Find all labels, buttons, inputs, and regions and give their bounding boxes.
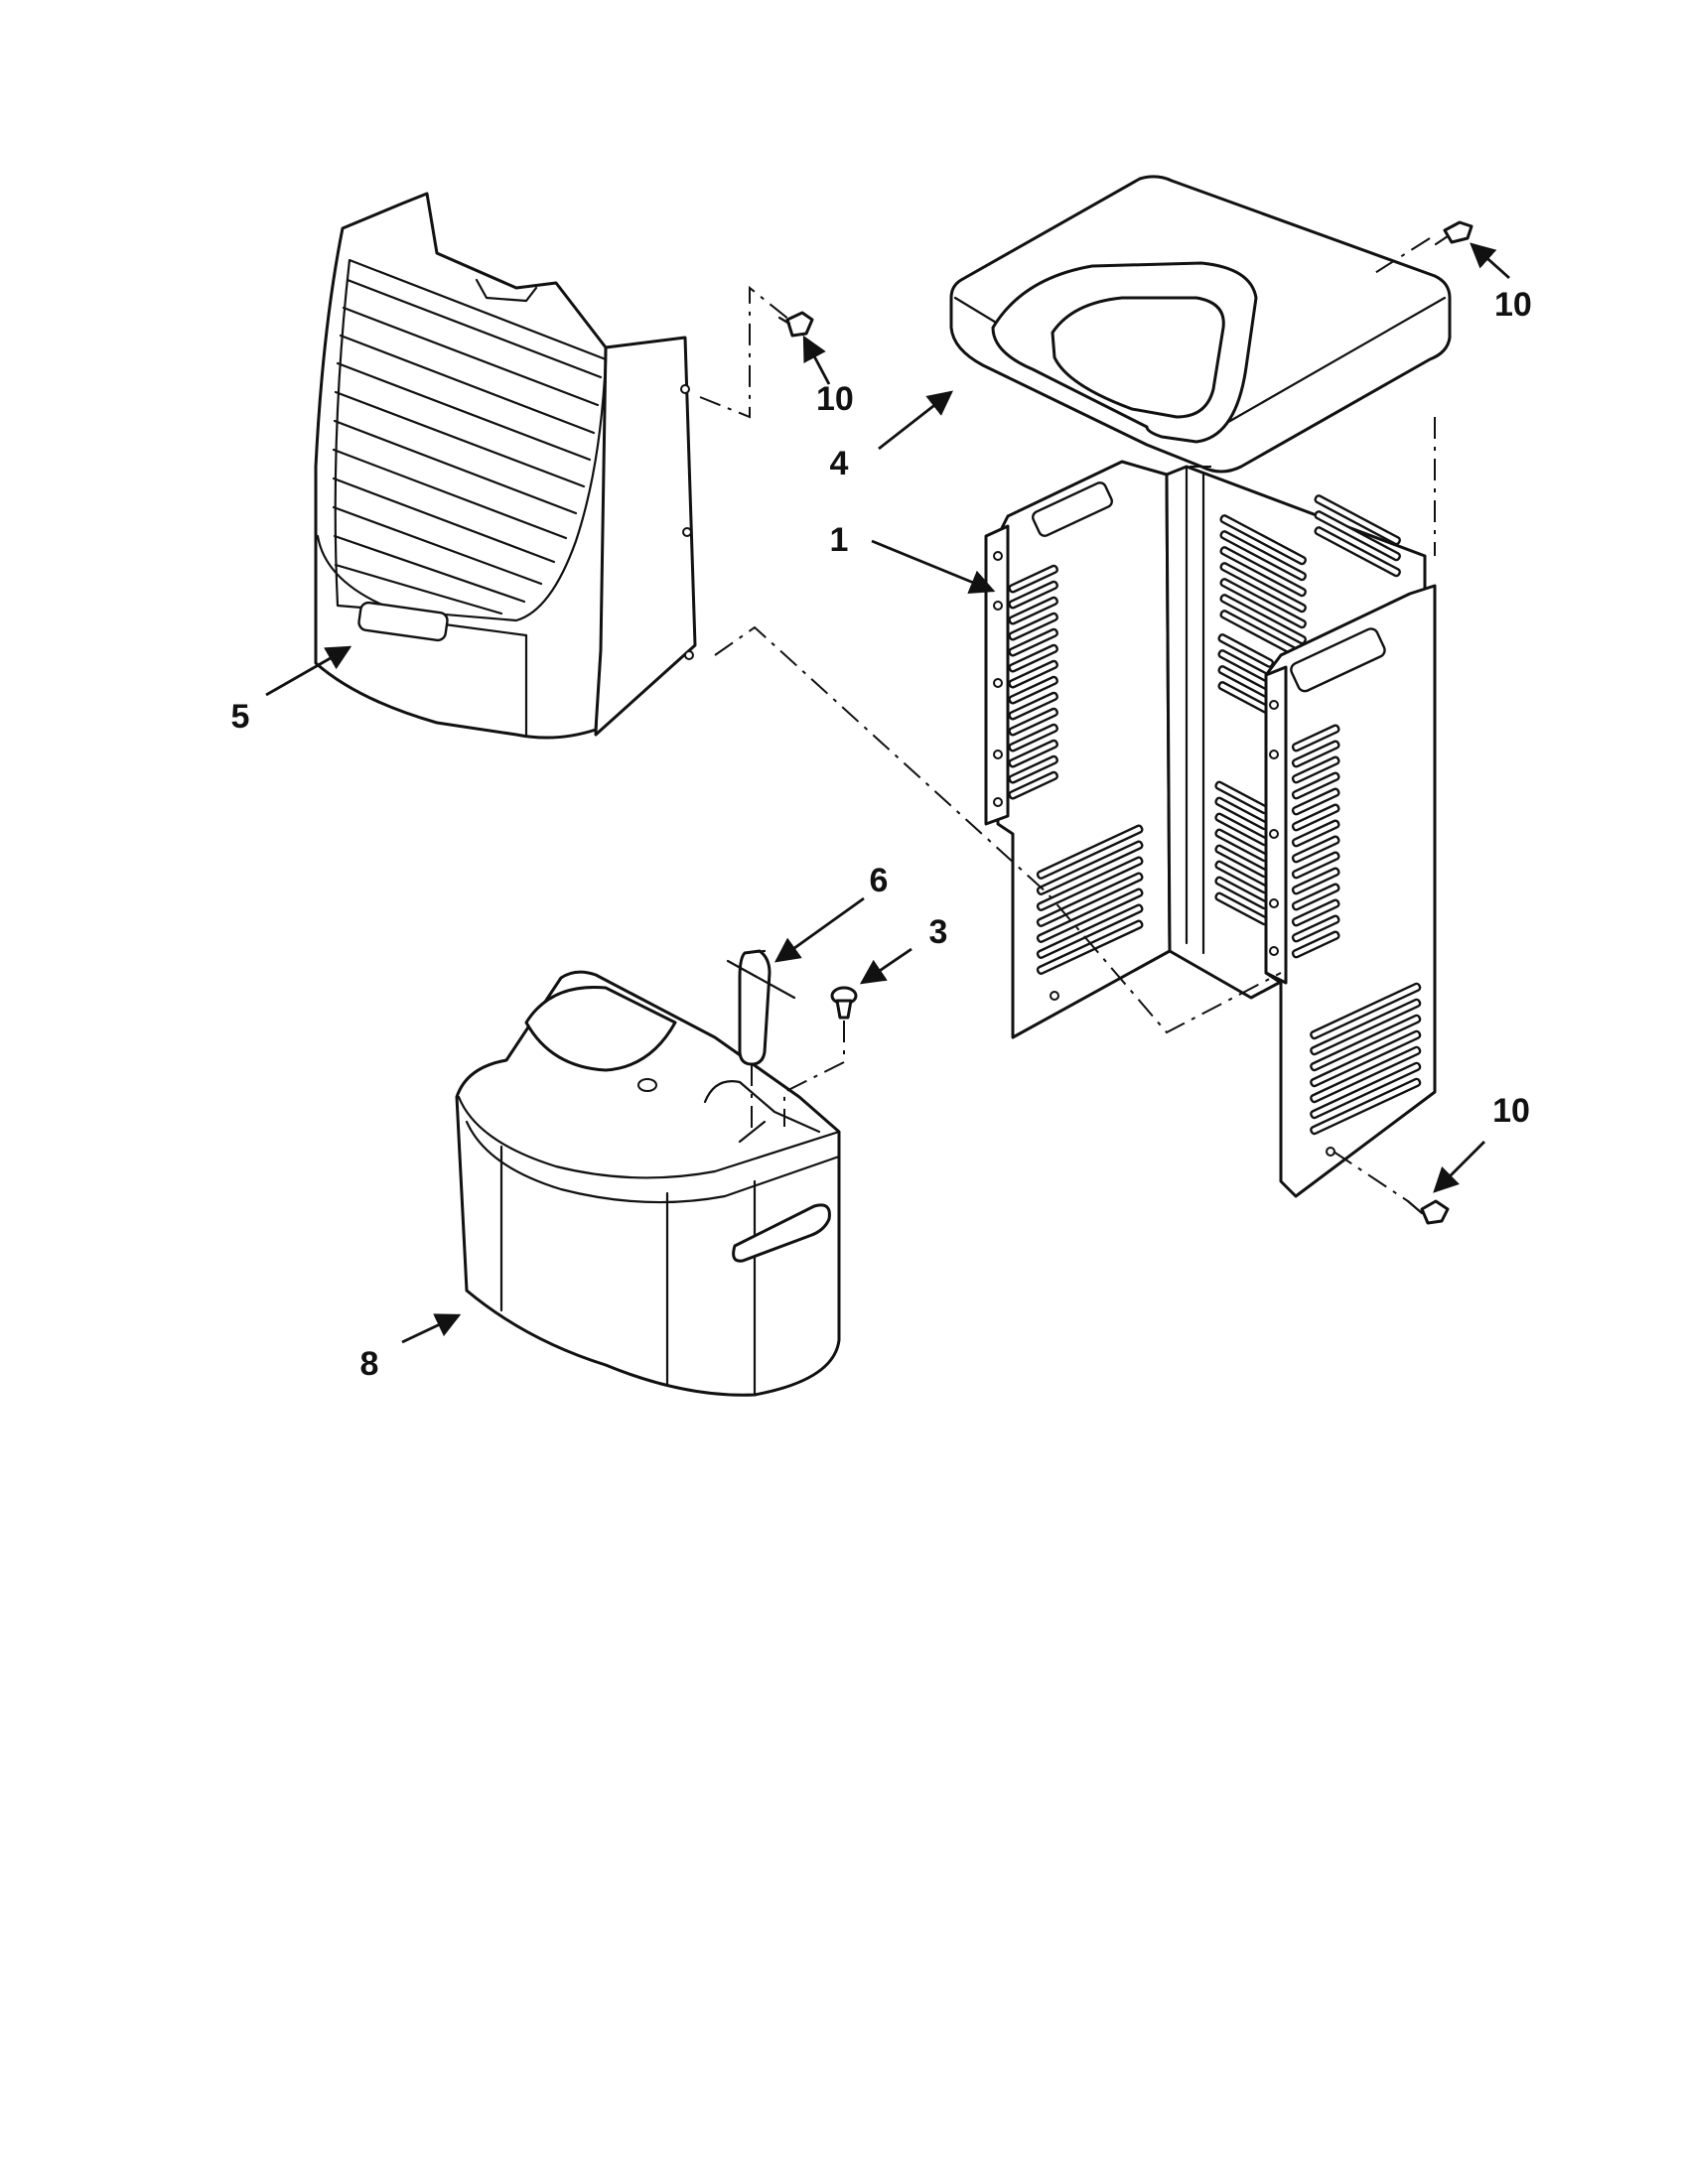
callout-10-top-left: 10 (816, 380, 854, 418)
screw-top-left (777, 311, 814, 338)
assembly-guide-lines (699, 237, 1436, 1202)
callout-8: 8 (360, 1345, 379, 1383)
screw-top-right (1434, 220, 1474, 246)
screw-bottom-right (1406, 1199, 1450, 1225)
leader-arrows (265, 242, 1510, 1344)
drain-plug (830, 986, 858, 1020)
top-cover (949, 175, 1452, 474)
water-bucket (455, 970, 841, 1397)
float-part (726, 949, 796, 1066)
callout-1: 1 (830, 521, 849, 559)
callout-10-top-right: 10 (1494, 286, 1532, 324)
callout-labels: 10 10 4 1 5 6 3 10 8 (231, 286, 1532, 1383)
callout-5: 5 (231, 698, 250, 736)
front-grille-panel (314, 192, 697, 740)
callout-4: 4 (830, 445, 849, 482)
cabinet-body (984, 460, 1437, 1198)
callout-6: 6 (870, 862, 889, 899)
callout-3: 3 (929, 913, 948, 951)
callout-10-bottom-right: 10 (1492, 1092, 1530, 1130)
